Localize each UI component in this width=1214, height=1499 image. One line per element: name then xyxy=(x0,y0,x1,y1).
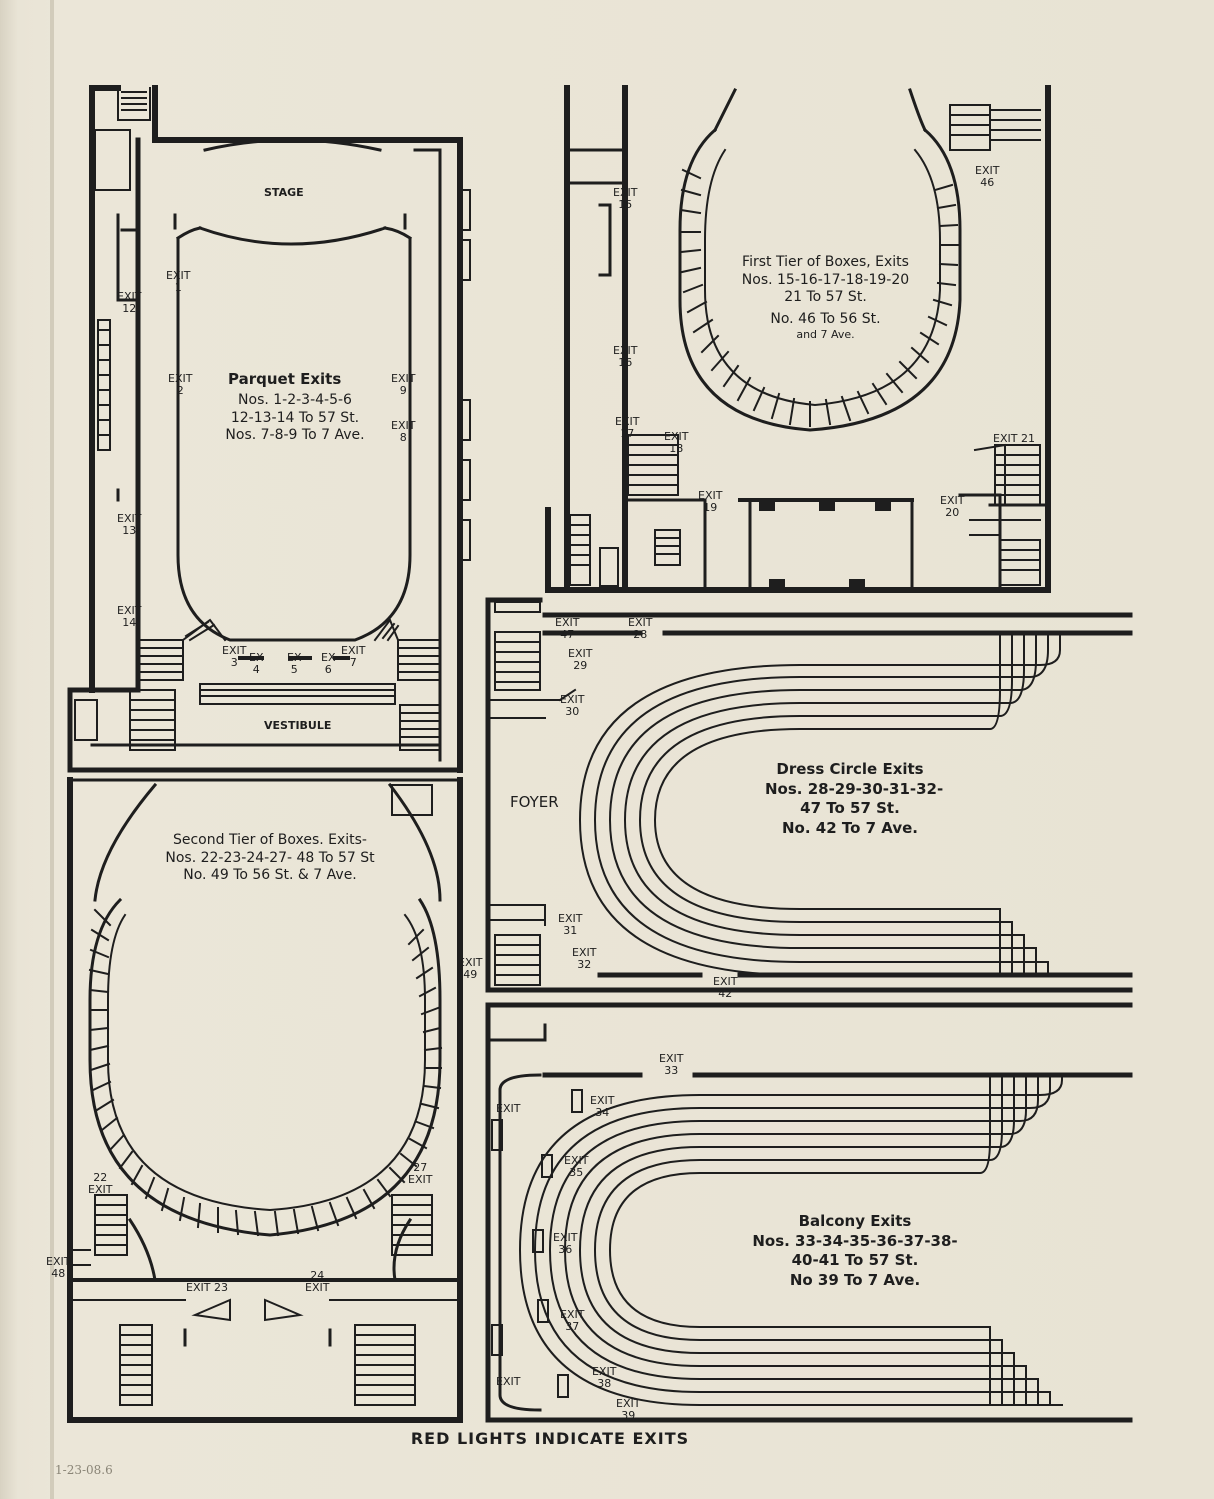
exit-7-label: EXIT 7 xyxy=(341,644,366,670)
second-tier-line-1: Nos. 22-23-24-27- 48 To 57 St xyxy=(165,849,375,866)
dress-circle-line-2: 47 To 57 St. xyxy=(800,799,900,817)
exit-34-label: EXIT 34 xyxy=(590,1094,615,1120)
balcony-title: Balcony Exits xyxy=(798,1212,912,1230)
balcony-line-1: Nos. 33-34-35-36-37-38- xyxy=(752,1231,958,1250)
parquet-line-2: 12-13-14 To 57 St. xyxy=(230,409,360,426)
exit-49-label: EXIT 49 xyxy=(458,956,483,982)
pencil-annotation: 1-23-08.6 xyxy=(55,1463,113,1477)
foyer-label: FOYER xyxy=(510,793,559,811)
exit-13-label: EXIT 13 xyxy=(117,512,142,538)
exit-28-label: EXIT 28 xyxy=(628,616,653,642)
dress-circle-rows xyxy=(578,632,1061,976)
footer-notice: RED LIGHTS INDICATE EXITS xyxy=(410,1429,690,1448)
exit-17-label: EXIT 17 xyxy=(615,415,640,441)
first-tier-line-4: and 7 Ave. xyxy=(796,328,855,341)
first-tier-exits-list: First Tier of Boxes, Exits Nos. 15-16-17… xyxy=(733,254,918,342)
parquet-exits-title: Parquet Exits xyxy=(228,370,342,388)
exit-39-label: EXIT 39 xyxy=(616,1397,641,1423)
first-tier-title: First Tier of Boxes, Exits xyxy=(742,254,909,270)
first-tier-box-ticks xyxy=(679,168,959,427)
parquet-exits-list: Nos. 1-2-3-4-5-6 12-13-14 To 57 St. Nos.… xyxy=(190,392,400,445)
balcony-exit-lower-left: EXIT xyxy=(496,1375,521,1388)
exit-14-label: EXIT 14 xyxy=(117,604,142,630)
parquet-line-3: Nos. 7-8-9 To 7 Ave. xyxy=(225,427,365,443)
first-tier-line-2: 21 To 57 St. xyxy=(784,289,867,305)
exit-24-label: 24 EXIT xyxy=(305,1269,330,1295)
exit-27-label: 27 EXIT xyxy=(408,1161,433,1187)
exit-8-label: EXIT 8 xyxy=(391,419,416,445)
exit-22-label: 22 EXIT xyxy=(88,1171,113,1197)
balcony-exits-list: Balcony Exits Nos. 33-34-35-36-37-38- 40… xyxy=(730,1212,980,1290)
exit-46-label: EXIT 46 xyxy=(975,164,1000,190)
exit-29-label: EXIT 29 xyxy=(568,647,593,673)
exit-33-label: EXIT 33 xyxy=(659,1052,684,1078)
exit-32-label: EXIT 32 xyxy=(572,946,597,972)
exit-31-label: EXIT 31 xyxy=(558,912,583,938)
exit-18-label: EXIT 18 xyxy=(664,430,689,456)
exit-12-label: EXIT 12 xyxy=(117,290,142,316)
dress-circle-exits-list: Dress Circle Exits Nos. 28-29-30-31-32- … xyxy=(765,760,944,838)
binding-crease xyxy=(50,0,54,1499)
exit-16-label: EXIT 16 xyxy=(613,344,638,370)
balcony-line-2: 40-41 To 57 St. xyxy=(791,1251,919,1269)
exit-37-label: EXIT 37 xyxy=(560,1308,585,1334)
dress-circle-line-3: No. 42 To 7 Ave. xyxy=(781,818,919,837)
dress-circle-line-1: Nos. 28-29-30-31-32- xyxy=(765,779,944,798)
exit-9-label: EXIT 9 xyxy=(391,372,416,398)
exit-35-label: EXIT 35 xyxy=(564,1154,589,1180)
exit-23-label: EXIT 23 xyxy=(186,1281,228,1294)
second-tier-box-ticks xyxy=(88,908,443,1237)
exit-4-label: EX 4 xyxy=(249,651,264,677)
exit-1-label: EXIT 1 xyxy=(166,269,191,295)
first-tier-line-1: Nos. 15-16-17-18-19-20 xyxy=(741,271,910,288)
first-tier-line-3: No. 46 To 56 St. xyxy=(770,310,881,327)
exit-21-label: EXIT 21 xyxy=(993,432,1035,445)
exit-19-label: EXIT 19 xyxy=(698,489,723,515)
vestibule-label: VESTIBULE xyxy=(264,719,332,732)
exit-30-label: EXIT 30 xyxy=(560,693,585,719)
exit-47-label: EXIT 47 xyxy=(555,616,580,642)
exit-48-label: EXIT 48 xyxy=(46,1255,71,1281)
exit-38-label: EXIT 38 xyxy=(592,1365,617,1391)
balcony-exit-upper-left: EXIT xyxy=(496,1102,521,1115)
second-tier-exits-list: Second Tier of Boxes. Exits- Nos. 22-23-… xyxy=(135,832,405,885)
exit-15-label: EXIT 15 xyxy=(613,186,638,212)
second-tier-title: Second Tier of Boxes. Exits- xyxy=(172,832,367,848)
exit-3-label: EXIT 3 xyxy=(222,644,247,670)
second-tier-line-2: No. 49 To 56 St. & 7 Ave. xyxy=(183,867,357,883)
balcony-line-3: No 39 To 7 Ave. xyxy=(789,1270,921,1289)
stage-label: STAGE xyxy=(264,186,304,199)
dress-circle-title: Dress Circle Exits xyxy=(776,760,924,778)
exit-2-label: EXIT 2 xyxy=(168,372,193,398)
exit-6-label: EX 6 xyxy=(321,651,336,677)
parquet-line-1: Nos. 1-2-3-4-5-6 xyxy=(238,392,352,408)
exit-20-label: EXIT 20 xyxy=(940,494,965,520)
exit-36-label: EXIT 36 xyxy=(553,1231,578,1257)
balcony-rows xyxy=(491,1073,1063,1412)
exit-5-label: EX 5 xyxy=(287,651,302,677)
exit-42-label: EXIT 42 xyxy=(713,975,738,1001)
